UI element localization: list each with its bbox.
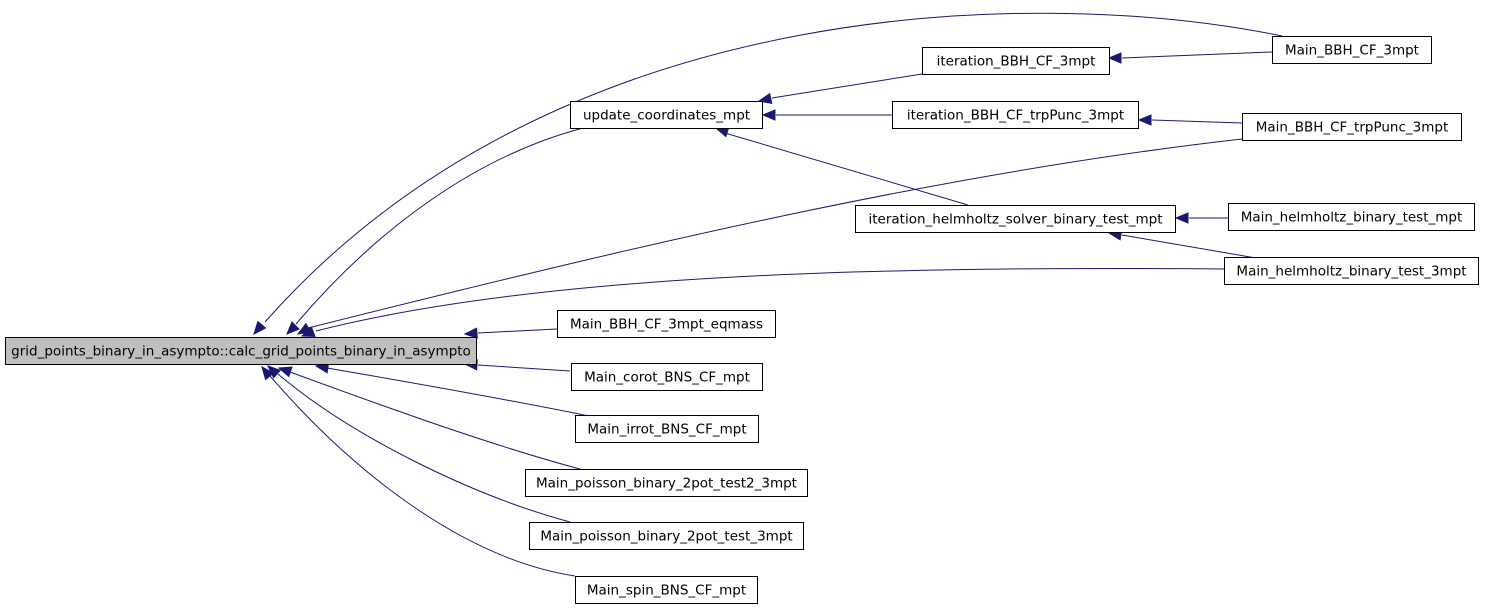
arrowhead: [300, 326, 316, 337]
edge-Main_BBH_CF_3mpt_eqmass-to-root: [463, 327, 558, 339]
edge-Main_helmholtz_binary_test_mpt-to-iteration_helmholtz_solver_binary_test_mpt: [1174, 212, 1228, 224]
node-Main_BBH_CF_trpPunc_3mpt[interactable]: Main_BBH_CF_trpPunc_3mpt: [1242, 113, 1462, 141]
arrowhead: [277, 366, 293, 378]
node-box[interactable]: [1224, 257, 1479, 285]
node-iteration_BBH_CF_3mpt[interactable]: iteration_BBH_CF_3mpt: [922, 47, 1110, 75]
arrowhead: [286, 321, 300, 335]
edge-Main_poisson_binary_2pot_test2_3mpt-to-root: [277, 366, 581, 470]
edge-Main_BBH_CF_3mpt-to-iteration_BBH_CF_3mpt: [1107, 51, 1273, 64]
node-label: Main_poisson_binary_2pot_test2_3mpt: [536, 476, 797, 492]
arrowhead: [1137, 114, 1152, 126]
edge-line: [307, 138, 1243, 329]
node-label: Main_poisson_binary_2pot_test_3mpt: [540, 529, 792, 545]
node-box[interactable]: [855, 205, 1176, 233]
node-box[interactable]: [557, 310, 776, 338]
edge-line: [477, 328, 558, 334]
edge-line: [269, 375, 576, 577]
node-Main_BBH_CF_3mpt_eqmass[interactable]: Main_BBH_CF_3mpt_eqmass: [557, 310, 776, 338]
node-box[interactable]: [892, 101, 1139, 129]
edge-Main_corot_BNS_CF_mpt-to-root: [463, 359, 571, 372]
edges-layer: [253, 12, 1283, 577]
edge-iteration_BBH_CF_3mpt-to-update_coordinates_mpt: [757, 73, 923, 105]
edge-iteration_BBH_CF_trpPunc_3mpt-to-update_coordinates_mpt: [761, 109, 892, 121]
edge-line: [264, 12, 1283, 323]
arrowhead: [1174, 212, 1189, 224]
node-Main_spin_BNS_CF_mpt[interactable]: Main_spin_BNS_CF_mpt: [575, 576, 758, 604]
node-label: Main_BBH_CF_3mpt: [1285, 43, 1419, 59]
node-box[interactable]: [1272, 36, 1432, 64]
edge-line: [1121, 51, 1273, 59]
edge-line: [277, 373, 571, 523]
node-iteration_BBH_CF_trpPunc_3mpt[interactable]: iteration_BBH_CF_trpPunc_3mpt: [892, 101, 1139, 129]
nodes-layer: grid_points_binary_in_asympto::calc_grid…: [5, 36, 1479, 604]
node-box[interactable]: [570, 101, 763, 129]
node-Main_helmholtz_binary_test_mpt[interactable]: Main_helmholtz_binary_test_mpt: [1228, 203, 1475, 231]
node-label: Main_spin_BNS_CF_mpt: [587, 583, 746, 599]
node-label: iteration_BBH_CF_trpPunc_3mpt: [907, 108, 1124, 124]
node-Main_poisson_binary_2pot_test_3mpt[interactable]: Main_poisson_binary_2pot_test_3mpt: [529, 522, 804, 550]
edge-line: [477, 364, 571, 372]
node-label: Main_helmholtz_binary_test_3mpt: [1236, 264, 1466, 280]
edge-iteration_helmholtz_solver_binary_test_mpt-to-update_coordinates_mpt: [714, 126, 969, 206]
arrowhead: [253, 320, 267, 335]
arrowhead: [761, 109, 776, 121]
node-label: grid_points_binary_in_asympto::calc_grid…: [11, 344, 471, 360]
edge-Main_spin_BNS_CF_mpt-to-root: [261, 365, 576, 577]
node-iteration_helmholtz_solver_binary_test_mpt[interactable]: iteration_helmholtz_solver_binary_test_m…: [855, 205, 1176, 233]
edge-line: [315, 267, 1225, 332]
node-root[interactable]: grid_points_binary_in_asympto::calc_grid…: [5, 337, 477, 365]
node-label: Main_BBH_CF_3mpt_eqmass: [570, 317, 763, 333]
edge-line: [771, 73, 923, 99]
node-box[interactable]: [525, 469, 808, 497]
edge-Main_helmholtz_binary_test_3mpt-to-iteration_helmholtz_solver_binary_test_mpt: [1107, 229, 1257, 259]
edge-Main_BBH_CF_trpPunc_3mpt-to-iteration_BBH_CF_trpPunc_3mpt: [1137, 114, 1243, 126]
arrowhead: [1107, 52, 1122, 64]
edge-Main_helmholtz_binary_test_3mpt-to-root: [300, 267, 1225, 337]
node-box[interactable]: [5, 337, 477, 365]
edge-Main_irrot_BNS_CF_mpt-to-root: [314, 362, 590, 417]
node-label: Main_BBH_CF_trpPunc_3mpt: [1256, 120, 1449, 136]
node-box[interactable]: [571, 363, 763, 391]
node-box[interactable]: [1242, 113, 1462, 141]
edge-Main_BBH_CF_3mpt-to-root: [253, 12, 1283, 335]
arrowhead: [757, 92, 773, 105]
edge-line: [289, 371, 581, 470]
edge-line: [295, 127, 584, 325]
node-Main_poisson_binary_2pot_test2_3mpt[interactable]: Main_poisson_binary_2pot_test2_3mpt: [525, 469, 808, 497]
node-update_coordinates_mpt[interactable]: update_coordinates_mpt: [570, 101, 763, 129]
edge-Main_poisson_binary_2pot_test_3mpt-to-root: [267, 365, 571, 523]
node-Main_BBH_CF_3mpt[interactable]: Main_BBH_CF_3mpt: [1272, 36, 1432, 64]
node-box[interactable]: [529, 522, 804, 550]
node-label: iteration_helmholtz_solver_binary_test_m…: [868, 212, 1162, 228]
node-box[interactable]: [575, 576, 758, 604]
node-label: Main_corot_BNS_CF_mpt: [584, 370, 750, 386]
node-Main_corot_BNS_CF_mpt[interactable]: Main_corot_BNS_CF_mpt: [571, 363, 763, 391]
arrowhead: [261, 365, 275, 381]
edge-line: [724, 132, 969, 206]
node-box[interactable]: [575, 415, 759, 443]
node-Main_helmholtz_binary_test_3mpt[interactable]: Main_helmholtz_binary_test_3mpt: [1224, 257, 1479, 285]
edge-line: [1121, 234, 1257, 259]
node-box[interactable]: [1228, 203, 1475, 231]
node-label: iteration_BBH_CF_3mpt: [937, 54, 1096, 70]
arrowhead: [463, 327, 478, 339]
edge-Main_BBH_CF_trpPunc_3mpt-to-root: [296, 138, 1243, 335]
node-box[interactable]: [922, 47, 1110, 75]
node-Main_irrot_BNS_CF_mpt[interactable]: Main_irrot_BNS_CF_mpt: [575, 415, 759, 443]
edge-line: [1151, 119, 1243, 124]
edge-update_coordinates_mpt-to-root: [286, 127, 584, 335]
edge-line: [326, 367, 590, 417]
node-label: update_coordinates_mpt: [583, 108, 750, 124]
node-label: Main_irrot_BNS_CF_mpt: [587, 422, 746, 438]
node-label: Main_helmholtz_binary_test_mpt: [1241, 210, 1463, 226]
